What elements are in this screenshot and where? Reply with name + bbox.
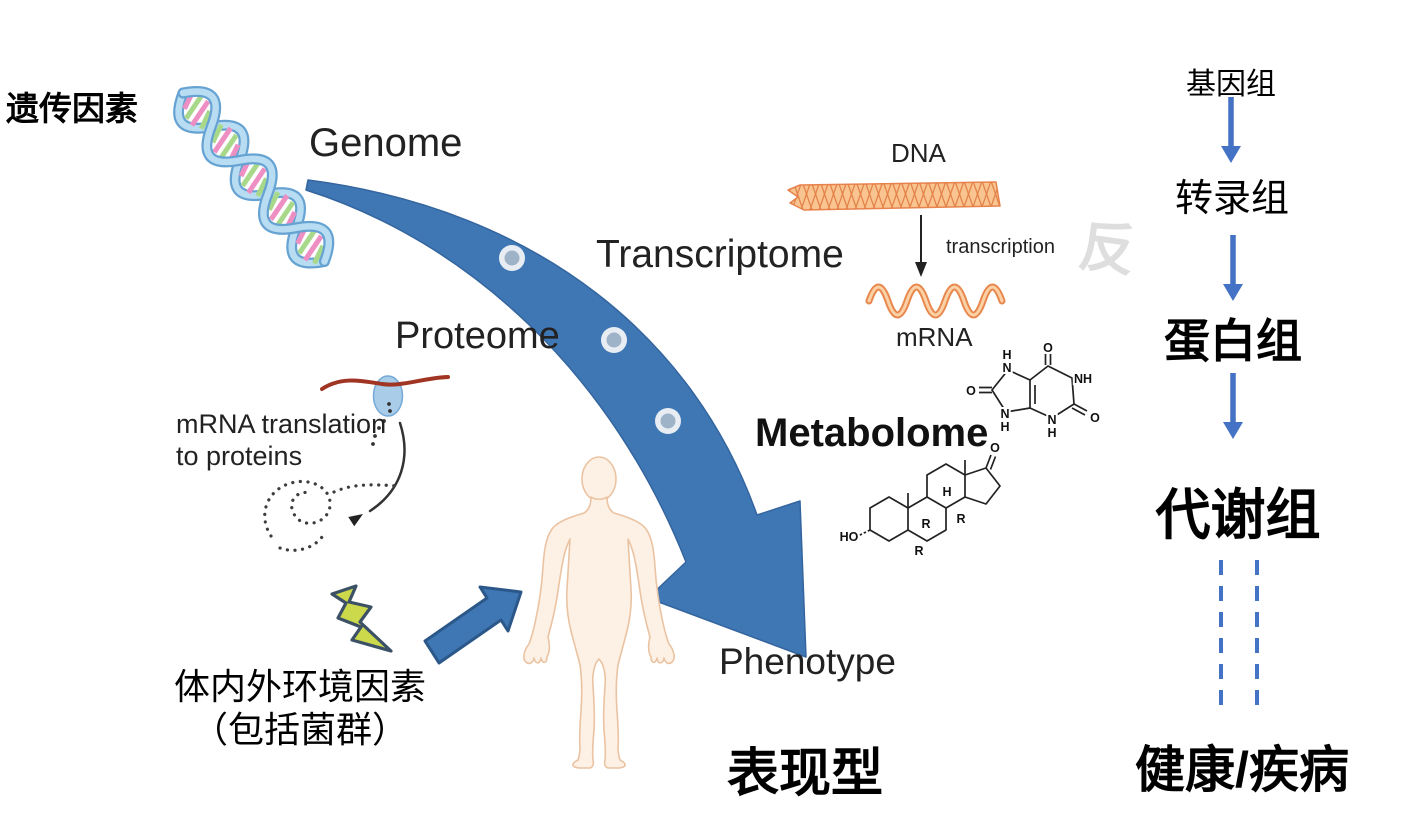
svg-text:H: H (1047, 426, 1056, 440)
label-mrna: mRNA (896, 322, 973, 352)
arrow-node-dot (601, 327, 627, 353)
label-dna: DNA (891, 138, 946, 168)
flow-arrow-down (1223, 235, 1243, 301)
svg-text:O: O (1090, 411, 1100, 425)
flow-arrow-down (1221, 97, 1241, 163)
label-phenotype-cn: 表现型 (727, 745, 884, 803)
arrow-node-dot (499, 245, 525, 271)
label-phenotype: Phenotype (719, 641, 896, 682)
dna-helix-icon (173, 86, 335, 269)
lightning-icon (330, 584, 393, 653)
svg-text:N: N (1000, 407, 1009, 421)
translation-arrow (348, 421, 406, 527)
mrna-wave-icon (865, 283, 1006, 319)
uric-acid-structure-icon: O NH O NH NH NH O (964, 339, 1102, 442)
protein-folding-icon (263, 479, 400, 552)
label-mrna-translation: mRNA translation to proteins (176, 409, 387, 472)
label-transcription: transcription (946, 236, 1055, 258)
svg-text:R: R (956, 512, 965, 526)
svg-text:H: H (1002, 348, 1011, 362)
svg-text:O: O (1043, 341, 1053, 355)
dashed-connector (1219, 560, 1259, 712)
svg-text:HO: HO (840, 530, 859, 544)
label-environment-factors: 体内外环境因素 （包括菌群） (173, 666, 426, 751)
genome-to-phenotype-arrow (305, 179, 807, 658)
arrow-node-dot (655, 408, 681, 434)
transcription-arrow (915, 215, 927, 277)
flow-arrow-down (1223, 373, 1243, 439)
svg-text:O: O (990, 441, 1000, 455)
svg-text:O: O (966, 384, 976, 398)
svg-text:R: R (921, 517, 930, 531)
label-transcriptome: Transcriptome (596, 233, 844, 276)
svg-text:N: N (1047, 413, 1056, 427)
svg-text:N: N (1002, 361, 1011, 375)
svg-text:H: H (1000, 420, 1009, 434)
watermark-glyph: 反 (1075, 213, 1140, 284)
svg-text:R: R (914, 544, 923, 558)
dna-band-icon (787, 181, 1001, 211)
steroid-structure-icon: O HO H R R R (838, 439, 1003, 560)
label-genome: Genome (309, 121, 463, 165)
flow-step-metabolome-cn: 代谢组 (1155, 484, 1321, 546)
flow-step-proteome-cn: 蛋白组 (1164, 315, 1302, 367)
flow-step-transcriptome-cn: 转录组 (1174, 178, 1290, 220)
label-proteome: Proteome (395, 315, 560, 357)
environment-to-body-arrow (423, 585, 523, 665)
label-genetic-factors: 遗传因素 (6, 90, 138, 127)
svg-text:H: H (942, 485, 951, 499)
svg-text:NH: NH (1074, 372, 1092, 386)
label-metabolome: Metabolome (755, 411, 989, 455)
flow-step-health-disease-cn: 健康/疾病 (1135, 742, 1349, 798)
ribosome-icon (320, 375, 450, 446)
flow-step-genome-cn: 基因组 (1186, 68, 1276, 101)
human-body-icon (523, 456, 675, 769)
